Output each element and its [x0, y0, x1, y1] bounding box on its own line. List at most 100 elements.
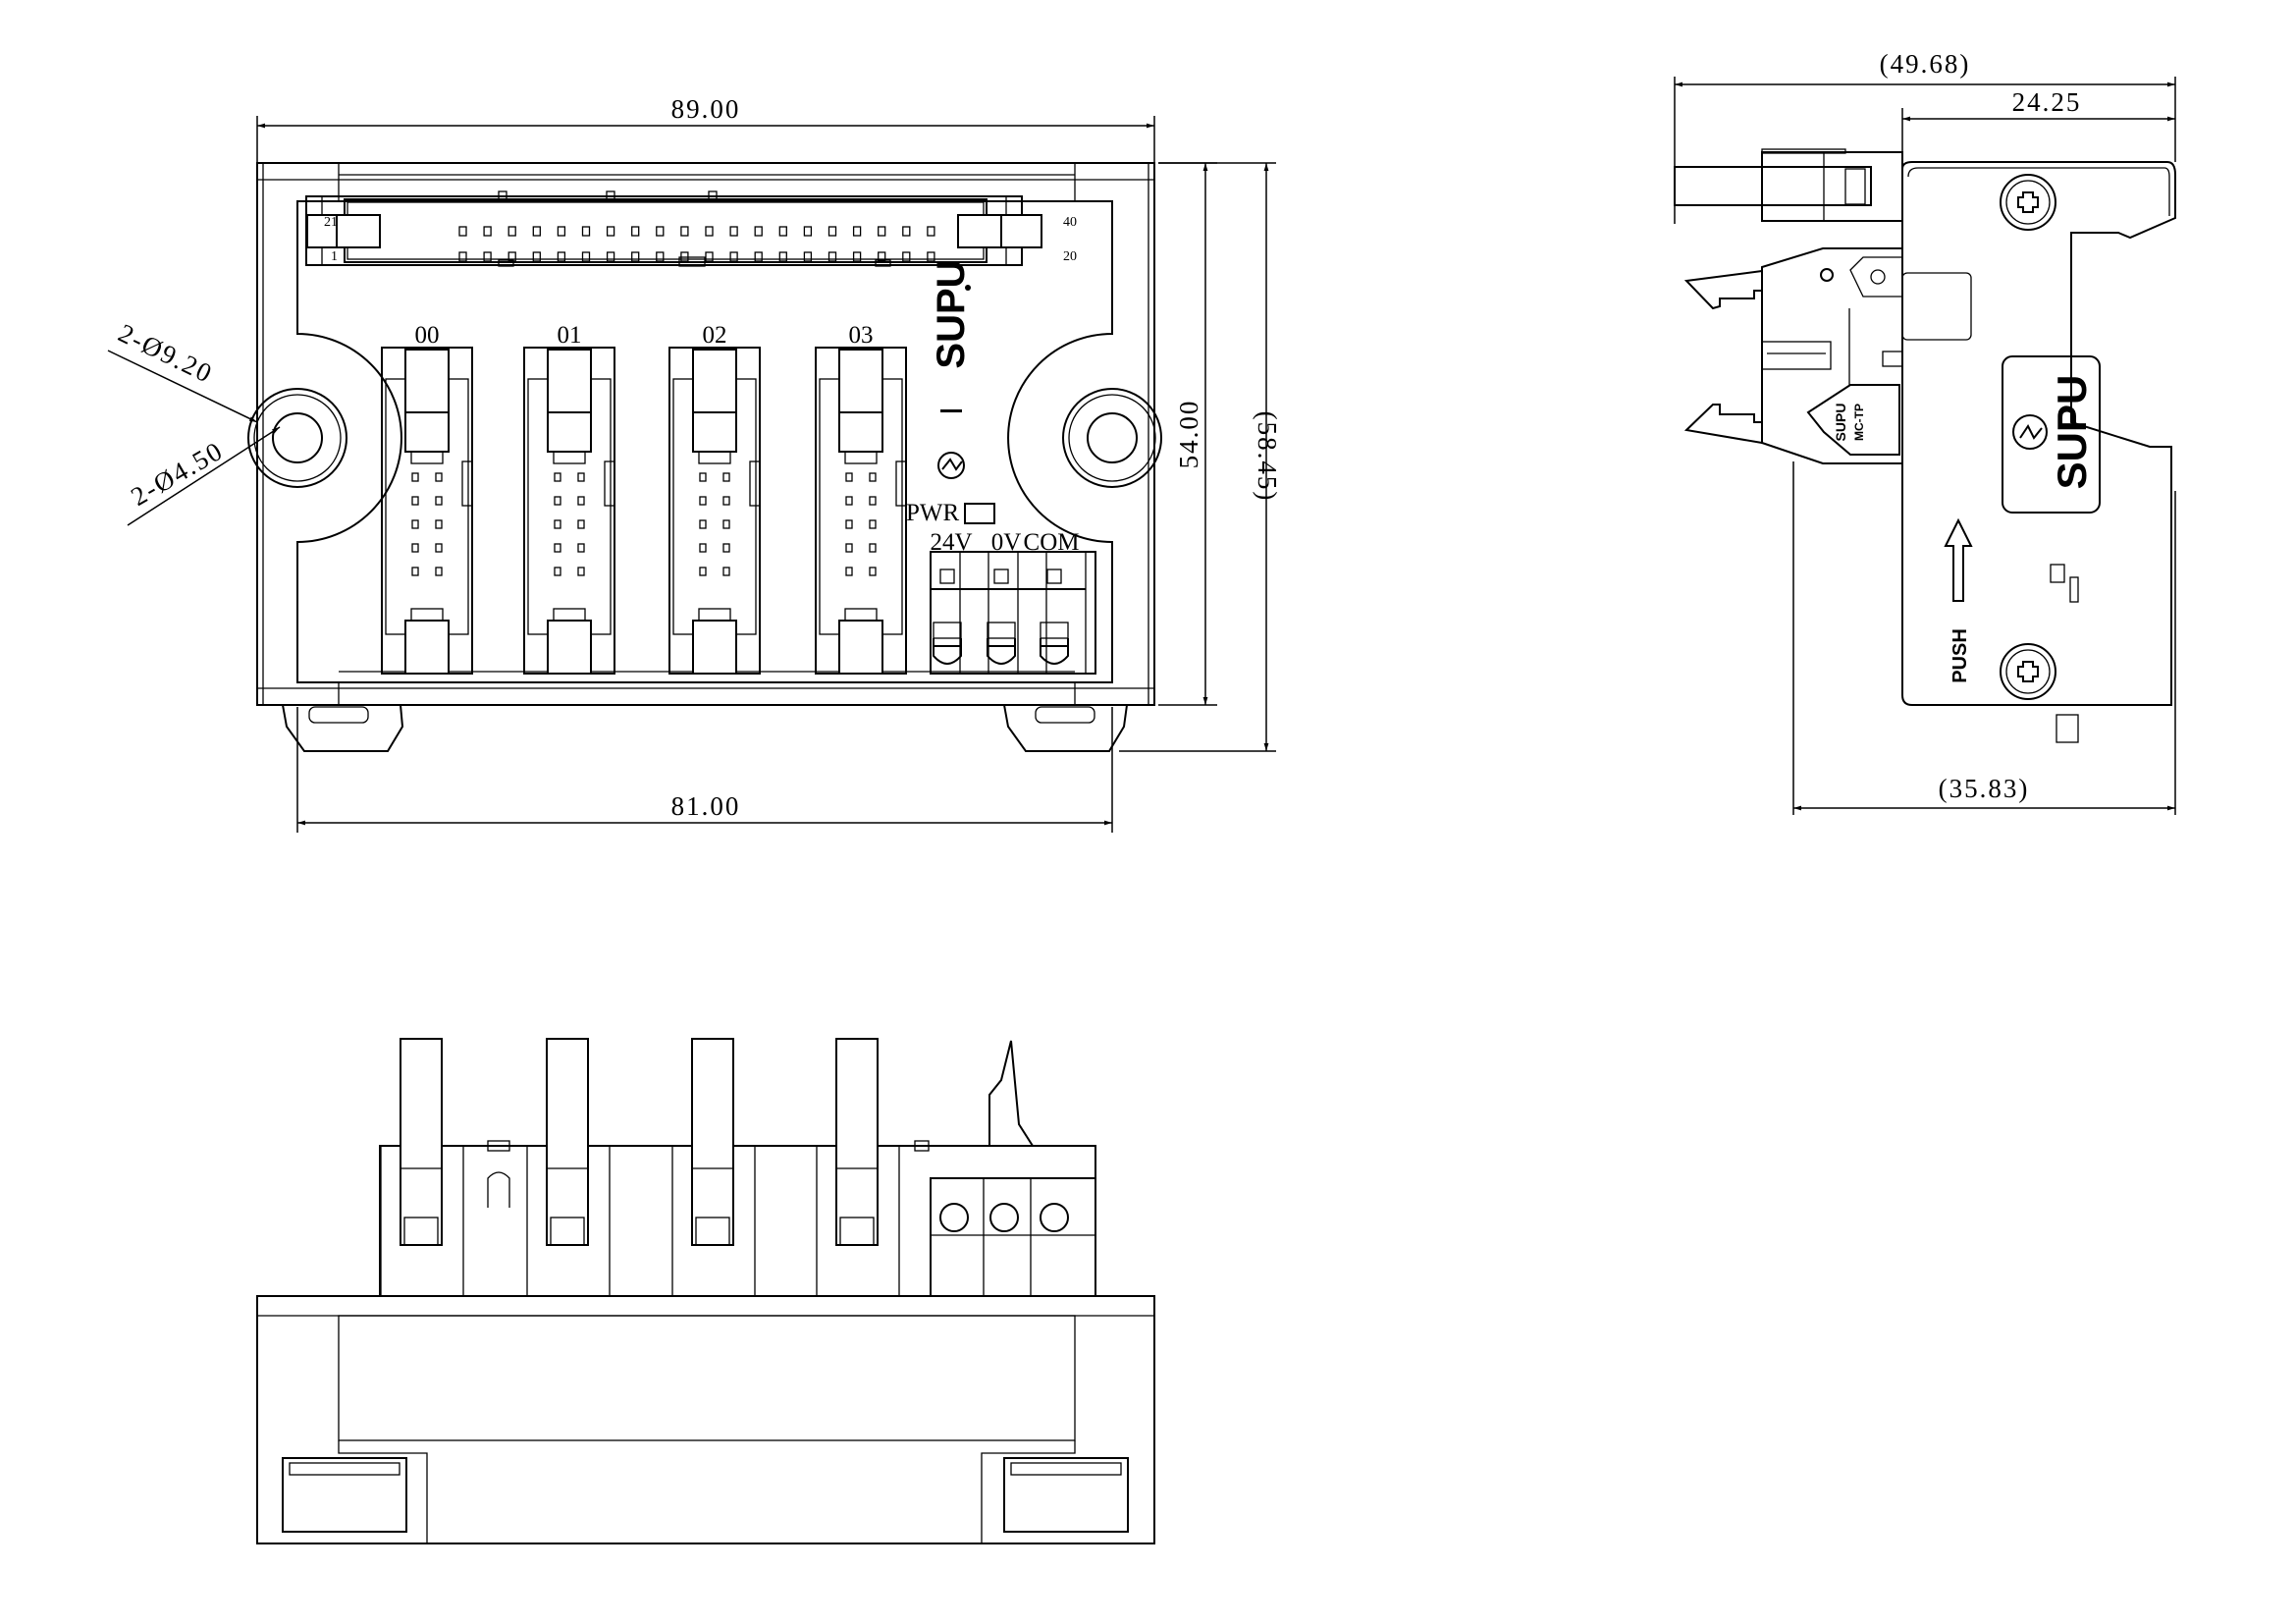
mounting-hole-left	[247, 388, 347, 488]
channel-pin	[699, 543, 707, 553]
header-pin	[878, 251, 886, 262]
header-pin	[557, 226, 566, 237]
pin-label: 1	[331, 249, 338, 264]
channel-pin	[722, 567, 730, 576]
dimension-text: 2-Ø4.50	[126, 435, 228, 512]
side-brand-text: SUPU	[2049, 375, 2095, 490]
channel-pin	[577, 472, 585, 482]
header-pin	[828, 251, 837, 262]
channel-connector	[815, 347, 907, 675]
channel-connector	[668, 347, 761, 675]
brand-logo: SUPU	[930, 259, 973, 479]
mounting-hole-right	[1062, 388, 1162, 488]
channel-pin	[699, 519, 707, 529]
channel-pin	[577, 543, 585, 553]
channel-pin	[722, 472, 730, 482]
channel-pin	[577, 519, 585, 529]
power-terminal-block: 24V 0V COM	[930, 529, 1096, 675]
channel-pin	[554, 567, 561, 576]
module-base	[256, 1295, 1155, 1544]
din-foot-left	[282, 704, 404, 752]
header-pin	[878, 226, 886, 237]
header-pin	[606, 226, 615, 237]
header-pin	[927, 251, 935, 262]
bottom-clip	[671, 1038, 756, 1297]
header-pin	[705, 226, 714, 237]
screw-top	[2000, 174, 2056, 231]
clip-model-text: MC-TP	[1852, 404, 1866, 441]
terminal-screw	[1040, 568, 1069, 665]
terminal-label: COM	[1024, 529, 1080, 556]
channel-pin	[722, 496, 730, 506]
pwr-led	[964, 503, 995, 524]
foot-right	[1003, 1457, 1129, 1533]
dimension-depth-base: (35.83)	[1792, 461, 2176, 815]
dimension-text: (49.68)	[1880, 49, 1971, 79]
channel-pin	[577, 567, 585, 576]
dimension-width-mounting: 81.00	[296, 707, 1113, 833]
channel-pin	[722, 543, 730, 553]
pin-label: 21	[324, 215, 338, 230]
terminal-screw	[987, 568, 1016, 665]
channel-pin	[577, 496, 585, 506]
dimension-depth-plate: 24.25	[1901, 87, 2175, 162]
header-pin	[778, 226, 787, 237]
channel-label: 00	[415, 322, 440, 349]
header-pin	[458, 226, 467, 237]
header-pin	[705, 251, 714, 262]
channel-pin	[699, 496, 707, 506]
dimension-text: 89.00	[671, 94, 741, 124]
dimension-text: (35.83)	[1939, 774, 2030, 803]
header-pin	[680, 226, 689, 237]
header-pin	[754, 251, 763, 262]
channel-pin	[411, 472, 419, 482]
din-claw-lower	[1683, 404, 1763, 444]
din-latch	[988, 1040, 1034, 1147]
module-body	[256, 162, 1155, 706]
header-pin	[507, 251, 516, 262]
channel-pin	[869, 472, 877, 482]
header-pin	[754, 226, 763, 237]
header-pin	[852, 251, 862, 262]
push-arrow-icon	[1944, 517, 1973, 602]
header-pin	[656, 226, 665, 237]
ribbon-plug	[1674, 148, 1903, 222]
bottom-view	[256, 1038, 1155, 1544]
channel-connector	[381, 347, 473, 675]
channel-pin	[869, 519, 877, 529]
header-pin	[852, 226, 862, 237]
header-pin	[483, 226, 492, 237]
clip-label-plate: SUPU MC-TP	[1806, 384, 1900, 456]
header-pin	[902, 226, 911, 237]
header-pin	[532, 251, 541, 262]
channel-label: 03	[849, 322, 874, 349]
bottom-clip	[526, 1038, 611, 1297]
channel-pin	[435, 472, 443, 482]
dimension-text: 54.00	[1174, 400, 1203, 469]
channel-pin	[411, 496, 419, 506]
led-label: PWR	[906, 500, 960, 526]
header-pin	[557, 251, 566, 262]
callout-hole-outer: 2-Ø9.20	[107, 318, 258, 423]
channel-pin	[699, 567, 707, 576]
dimension-height-body: 54.00	[1158, 162, 1217, 706]
channel-pin	[554, 543, 561, 553]
din-foot-right	[1003, 704, 1128, 752]
terminal-screw	[933, 568, 962, 665]
bottom-clip	[816, 1038, 900, 1297]
dimension-text: 24.25	[2012, 87, 2082, 117]
header-pin	[656, 251, 665, 262]
channel-label: 01	[558, 322, 582, 349]
channel-pin	[554, 472, 561, 482]
header-pin	[803, 251, 813, 262]
channel-connector	[523, 347, 615, 675]
header-pin	[483, 251, 492, 262]
dimension-depth-overall: (49.68)	[1674, 49, 2176, 224]
channel-pin	[722, 519, 730, 529]
header-pin	[778, 251, 787, 262]
channel-pin	[869, 567, 877, 576]
channel-pin	[845, 472, 853, 482]
header-pin	[581, 226, 591, 237]
header-pin	[828, 226, 837, 237]
